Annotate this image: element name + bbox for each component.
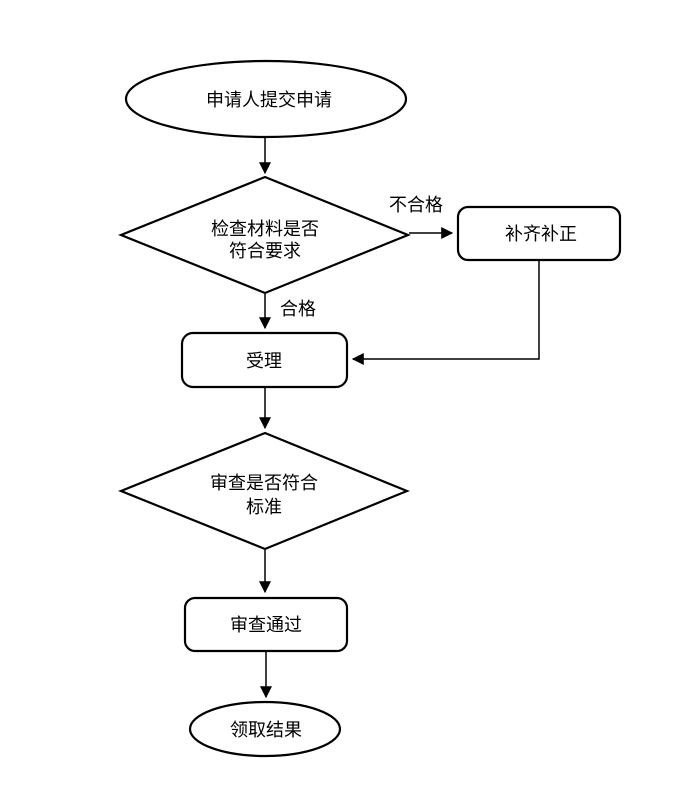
review-passed-rect-shape (183, 596, 349, 653)
edge-label-unqualified: 不合格 (389, 195, 443, 216)
node-result: 领取结果 (188, 700, 342, 758)
node-accept: 受理 (180, 331, 349, 389)
edge-label-qualified: 合格 (280, 299, 316, 320)
node-review-passed: 审查通过 (183, 596, 349, 653)
check-materials-diamond-shape (118, 175, 411, 295)
node-start: 申请人提交申请 (124, 59, 408, 139)
node-review-line2: 标准 (246, 497, 282, 518)
result-ellipse-shape (188, 700, 342, 758)
node-accept-label: 受理 (246, 351, 282, 372)
start-ellipse-shape (124, 59, 408, 139)
node-check-materials-line1: 检查材料是否 (211, 219, 319, 240)
node-check-materials: 检查材料是否 符合要求 (118, 175, 411, 295)
review-diamond-shape (118, 431, 410, 551)
node-review: 审查是否符合 标准 (118, 431, 410, 551)
node-supplement: 补齐补正 (456, 205, 622, 262)
node-review-line1: 审查是否符合 (210, 473, 318, 494)
edge-supplement-to-accept (351, 261, 540, 365)
accept-rect-shape (180, 331, 349, 389)
node-start-label: 申请人提交申请 (206, 90, 332, 111)
node-result-label: 领取结果 (230, 720, 302, 741)
node-supplement-label: 补齐补正 (505, 224, 577, 245)
node-review-passed-label: 审查通过 (230, 615, 302, 636)
node-check-materials-line2: 符合要求 (229, 241, 301, 262)
supplement-rect-shape (456, 205, 622, 262)
